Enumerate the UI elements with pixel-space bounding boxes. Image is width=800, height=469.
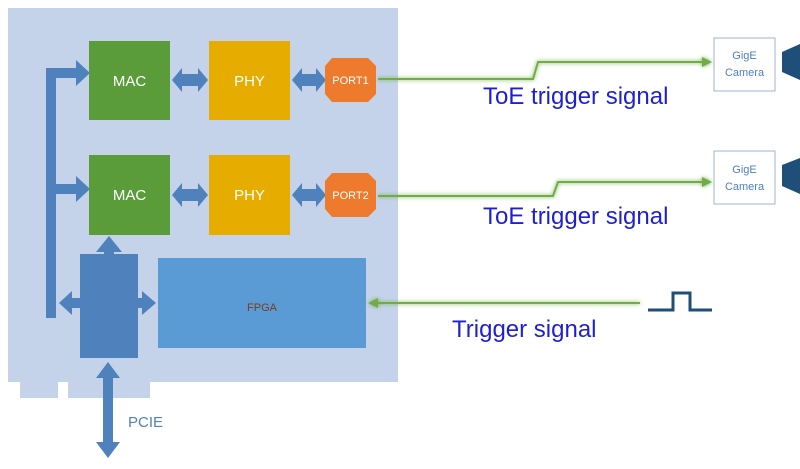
phy1-label: PHY	[234, 73, 265, 90]
mac2-block	[89, 155, 170, 235]
phy2-label: PHY	[234, 187, 265, 204]
toe-signal-label-1: ToE trigger signal	[483, 83, 668, 110]
bridge-block	[80, 236, 156, 358]
gige-camera-2: GigE Camera	[713, 150, 800, 205]
camera1-lens-icon	[782, 44, 800, 80]
toe-signal-label-2: ToE trigger signal	[483, 203, 668, 230]
port2-block	[325, 173, 376, 217]
port1-label: PORT1	[332, 75, 368, 87]
trigger-signal-label: Trigger signal	[452, 316, 597, 343]
mac2-phy2-arrow	[172, 183, 208, 207]
phy2-port2-arrow	[292, 183, 326, 207]
phy2-block	[209, 155, 290, 235]
gige-camera-1: GigE Camera	[713, 37, 800, 92]
phy1-port1-arrow	[292, 68, 326, 92]
pcie-arrow	[96, 362, 120, 458]
port2-label: PORT2	[332, 190, 368, 202]
mac1-phy1-arrow	[172, 68, 208, 92]
camera2-lens-icon	[782, 158, 800, 194]
mac1-label: MAC	[113, 73, 147, 90]
port1-block	[325, 58, 376, 102]
fpga-block	[158, 258, 366, 348]
internal-bus	[46, 60, 90, 318]
pulse-waveform-icon	[648, 291, 712, 312]
camera2-line1: GigE	[732, 164, 756, 176]
mac1-block	[89, 41, 170, 120]
camera1-line2: Camera	[725, 67, 765, 79]
camera1-line1: GigE	[732, 50, 756, 62]
phy1-block	[209, 41, 290, 120]
fpga-label: FPGA	[247, 302, 278, 314]
mac2-label: MAC	[113, 187, 147, 204]
toe-signal-line-1	[378, 57, 712, 80]
pcie-label: PCIE	[128, 414, 163, 431]
toe-signal-line-2	[378, 177, 712, 197]
camera2-line2: Camera	[725, 181, 765, 193]
trigger-signal-line	[368, 298, 640, 308]
